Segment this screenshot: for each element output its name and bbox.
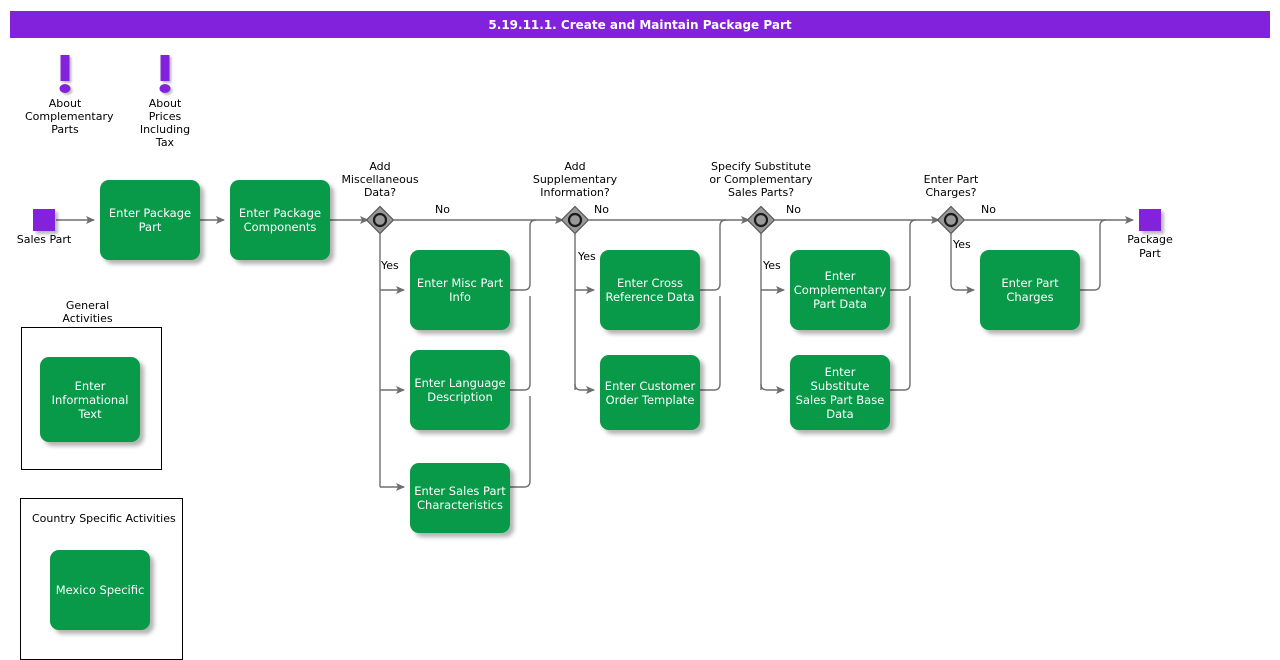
decision-label-add-supplementary-information: Add Supplementary Information? bbox=[532, 160, 618, 199]
decision-label-specify-substitute-or-complementary-sales-parts: Specify Substitute or Complementary Sale… bbox=[709, 160, 813, 199]
edge-label-no-3: No bbox=[786, 203, 801, 216]
end-node-label: Package Part bbox=[1127, 233, 1173, 260]
end-node-package-part[interactable] bbox=[1139, 209, 1161, 231]
edge-label-no-4: No bbox=[981, 203, 996, 216]
edge-label-yes-2: Yes bbox=[578, 250, 596, 263]
decision-label-enter-part-charges: Enter Part Charges? bbox=[923, 173, 979, 199]
group-general-activities bbox=[21, 327, 162, 470]
activity-enter-language-description[interactable]: Enter Language Description bbox=[410, 350, 510, 430]
group-title-general-activities: General Activities bbox=[62, 299, 113, 325]
edge-label-yes-4: Yes bbox=[953, 238, 971, 251]
edge-label-no-1: No bbox=[435, 203, 450, 216]
decision-enter-part-charges[interactable] bbox=[936, 205, 966, 235]
note-about-complementary-parts: About Complementary Parts bbox=[25, 55, 114, 136]
activity-enter-cross-reference-data[interactable]: Enter Cross Reference Data bbox=[600, 250, 700, 330]
decision-label-add-miscellaneous-data: Add Miscellaneous Data? bbox=[341, 160, 419, 199]
edge-label-no-2: No bbox=[594, 203, 609, 216]
activity-enter-misc-part-info[interactable]: Enter Misc Part Info bbox=[410, 250, 510, 330]
activity-enter-sales-part-characteristics[interactable]: Enter Sales Part Characteristics bbox=[410, 463, 510, 533]
page-title: 5.19.11.1. Create and Maintain Package P… bbox=[488, 17, 792, 32]
activity-enter-part-charges[interactable]: Enter Part Charges bbox=[980, 250, 1080, 330]
group-title-country-specific-activities: Country Specific Activities bbox=[32, 512, 176, 525]
activity-mexico-specific[interactable]: Mexico Specific bbox=[50, 550, 150, 630]
activity-enter-package-components[interactable]: Enter Package Components bbox=[230, 180, 330, 260]
note-about-prices-including-tax: About Prices Including Tax bbox=[125, 55, 205, 149]
note-label: About Prices Including Tax bbox=[139, 97, 191, 149]
activity-enter-substitute-sales-part-base-data[interactable]: Enter Substitute Sales Part Base Data bbox=[790, 355, 890, 430]
decision-specify-substitute-or-complementary-sales-parts[interactable] bbox=[746, 205, 776, 235]
edge-label-yes-3: Yes bbox=[763, 259, 781, 272]
note-label: About Complementary Parts bbox=[25, 97, 114, 136]
page-title-bar: 5.19.11.1. Create and Maintain Package P… bbox=[10, 11, 1270, 38]
exclamation-icon bbox=[125, 55, 205, 97]
start-node-sales-part[interactable] bbox=[33, 209, 55, 231]
start-node-label: Sales Part bbox=[16, 233, 72, 246]
decision-add-miscellaneous-data[interactable] bbox=[365, 205, 395, 235]
exclamation-icon bbox=[25, 55, 105, 97]
activity-enter-package-part[interactable]: Enter Package Part bbox=[100, 180, 200, 260]
edge-label-yes-1: Yes bbox=[381, 259, 399, 272]
decision-add-supplementary-information[interactable] bbox=[560, 205, 590, 235]
activity-enter-customer-order-template[interactable]: Enter Customer Order Template bbox=[600, 355, 700, 430]
activity-enter-complementary-part-data[interactable]: Enter Complementary Part Data bbox=[790, 250, 890, 330]
activity-enter-informational-text[interactable]: Enter Informational Text bbox=[40, 357, 140, 442]
